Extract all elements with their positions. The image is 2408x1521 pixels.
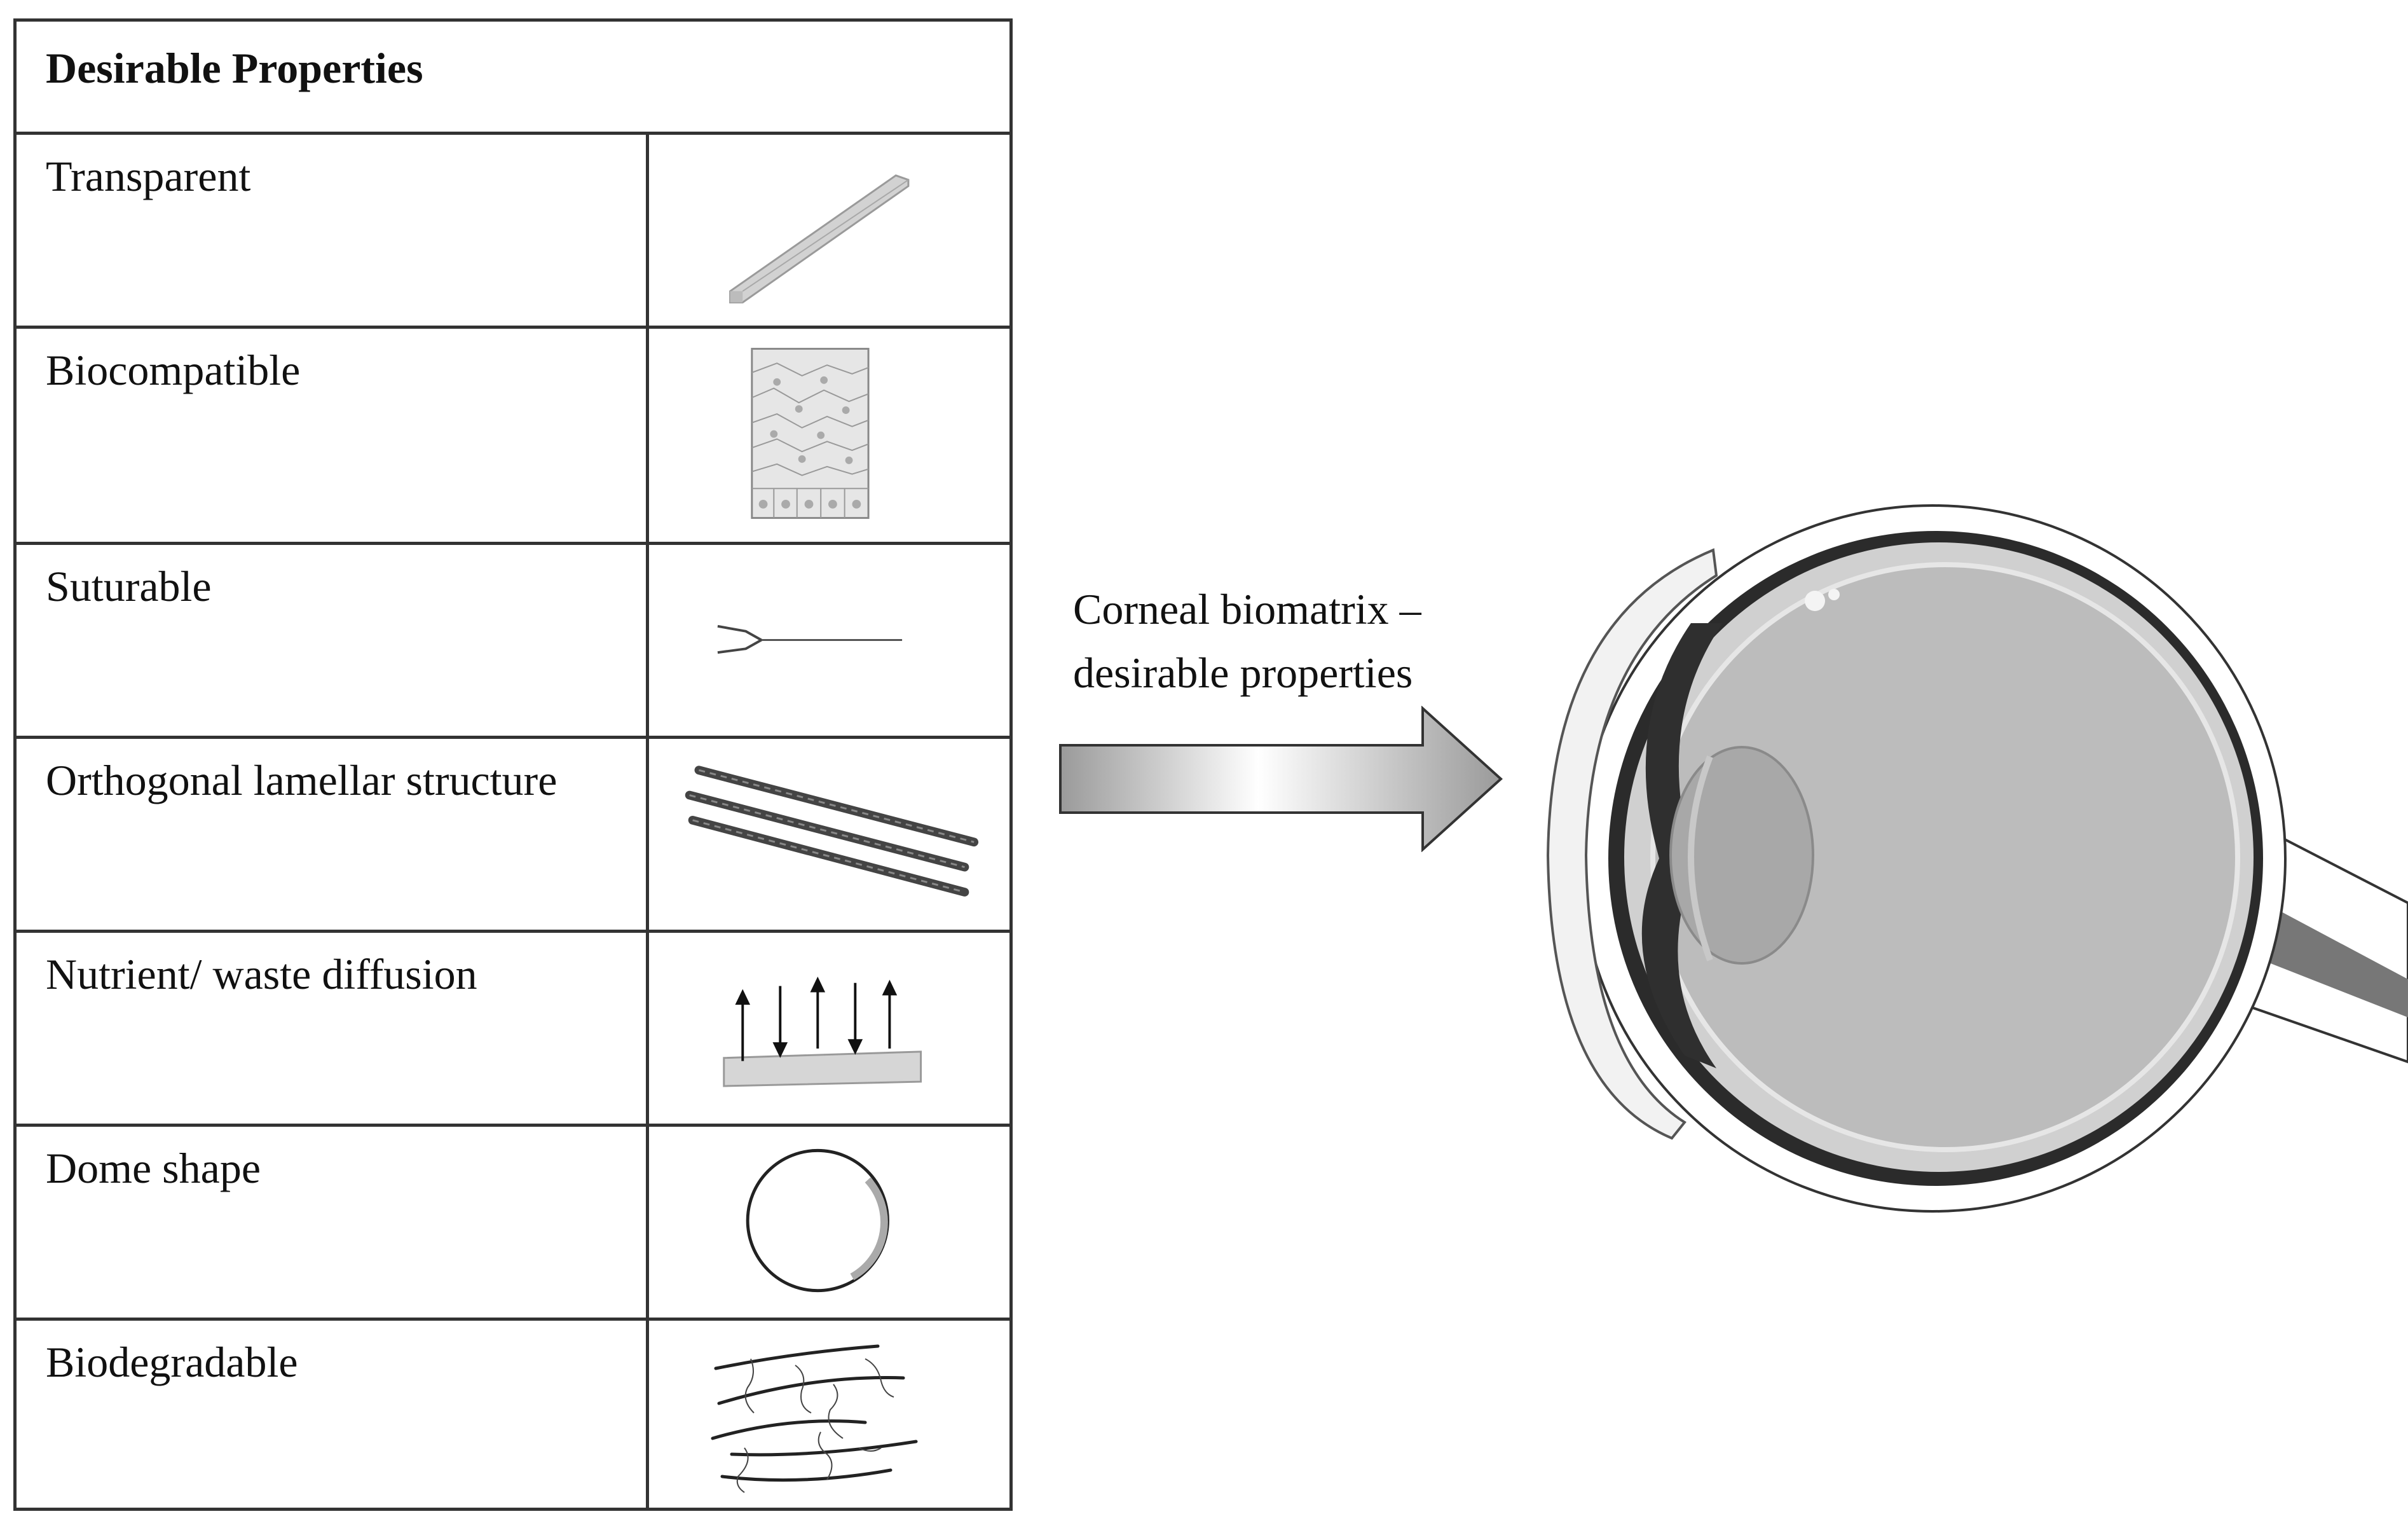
transparent-strip-icon	[649, 135, 1009, 326]
property-label: Dome shape	[46, 1144, 261, 1192]
property-label: Orthogonal lamellar structure	[46, 756, 558, 804]
caption-line-1: Corneal biomatrix –	[1073, 585, 1421, 633]
lamellar-fibers-icon	[649, 739, 1009, 930]
property-label: Nutrient/ waste diffusion	[46, 950, 477, 998]
cell-layers-icon	[649, 329, 1009, 542]
property-label: Biocompatible	[46, 346, 301, 394]
table-row-biocompatible: Biocompatible	[17, 329, 1009, 545]
eye-cross-section-icon	[1526, 458, 2408, 1246]
properties-table: Desirable Properties Transparent Biocomp…	[13, 18, 1013, 1511]
column-divider	[646, 135, 649, 1511]
property-label: Transparent	[46, 152, 251, 200]
table-row-nutrient-waste-diffusion: Nutrient/ waste diffusion	[17, 933, 1009, 1127]
gradient-right-arrow-icon	[1058, 705, 1503, 853]
table-row-biodegradable: Biodegradable	[17, 1321, 1009, 1511]
degrading-fibers-icon	[649, 1321, 1009, 1511]
table-header: Desirable Properties	[17, 22, 1009, 135]
table-row-dome-shape: Dome shape	[17, 1127, 1009, 1321]
table-row-orthogonal-lamellar-structure: Orthogonal lamellar structure	[17, 739, 1009, 933]
property-label: Suturable	[46, 562, 212, 610]
table-header-label: Desirable Properties	[46, 44, 423, 92]
table-row-suturable: Suturable	[17, 545, 1009, 739]
property-label: Biodegradable	[46, 1338, 298, 1386]
dome-circle-icon	[649, 1127, 1009, 1318]
diffusion-arrows-icon	[649, 933, 1009, 1124]
diagram-caption: Corneal biomatrix – desirable properties	[1073, 577, 1421, 705]
table-row-transparent: Transparent	[17, 135, 1009, 329]
suture-needle-icon	[649, 545, 1009, 736]
caption-line-2: desirable properties	[1073, 649, 1413, 697]
